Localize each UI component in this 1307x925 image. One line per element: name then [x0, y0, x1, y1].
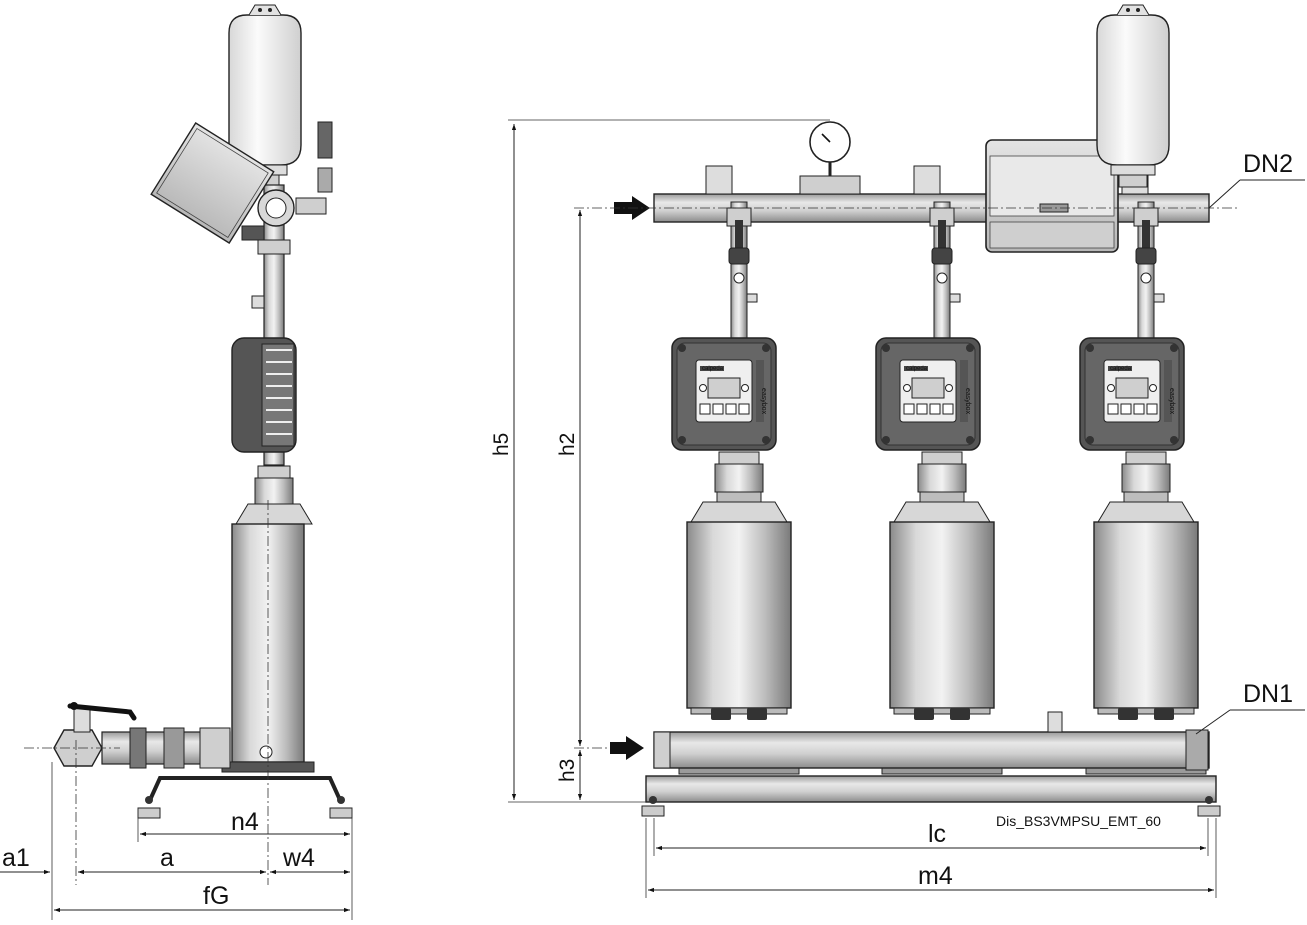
- label-fg: fG: [203, 882, 229, 910]
- front-expansion-tank: [1096, 4, 1170, 188]
- label-lc: lc: [928, 820, 946, 848]
- label-h5: h5: [490, 433, 513, 456]
- label-h3: h3: [556, 759, 579, 782]
- control-box: [985, 139, 1119, 253]
- controller-2: calpeda easybox: [875, 337, 981, 451]
- label-dn2: DN2: [1243, 150, 1293, 178]
- pump-unit-1: [678, 201, 800, 775]
- pump-unit-3: [1085, 201, 1207, 775]
- pump-unit-2: [881, 201, 1003, 775]
- label-a1: a1: [2, 844, 30, 872]
- front-dimensions: h5 h2 h3 lc m4 DN2 DN1 Dis_BS3VMPSU_EMT_…: [490, 119, 1305, 898]
- pressure-gauge: [799, 121, 861, 195]
- controller-model-text: easybox: [760, 388, 767, 415]
- label-m4: m4: [918, 862, 953, 890]
- side-dimensions: n4 a1 a w4 fG: [0, 762, 353, 920]
- label-h2: h2: [556, 433, 579, 456]
- controller-brand: calpeda: [702, 366, 724, 372]
- front-view: calpeda easybox calpeda easybox calpeda …: [610, 4, 1221, 817]
- drawing-reference: Dis_BS3VMPSU_EMT_60: [996, 813, 1161, 829]
- label-n4: n4: [231, 808, 259, 836]
- controller-brand: calpeda: [1110, 366, 1132, 372]
- side-control-box: [150, 122, 275, 244]
- controller-brand: calpeda: [906, 366, 928, 372]
- controller-1: calpeda easybox: [671, 337, 777, 451]
- side-view: [53, 4, 353, 819]
- controller-model-text: easybox: [964, 388, 971, 415]
- inlet-flow-arrow: [610, 736, 644, 760]
- controller-3: calpeda easybox: [1079, 337, 1185, 451]
- label-w4: w4: [282, 844, 315, 872]
- suction-manifold: [653, 731, 1210, 769]
- controller-model-text: easybox: [1168, 388, 1175, 415]
- base-frame: [645, 775, 1217, 803]
- label-dn1: DN1: [1243, 680, 1293, 708]
- side-inverter: [231, 337, 297, 453]
- label-a: a: [160, 844, 174, 872]
